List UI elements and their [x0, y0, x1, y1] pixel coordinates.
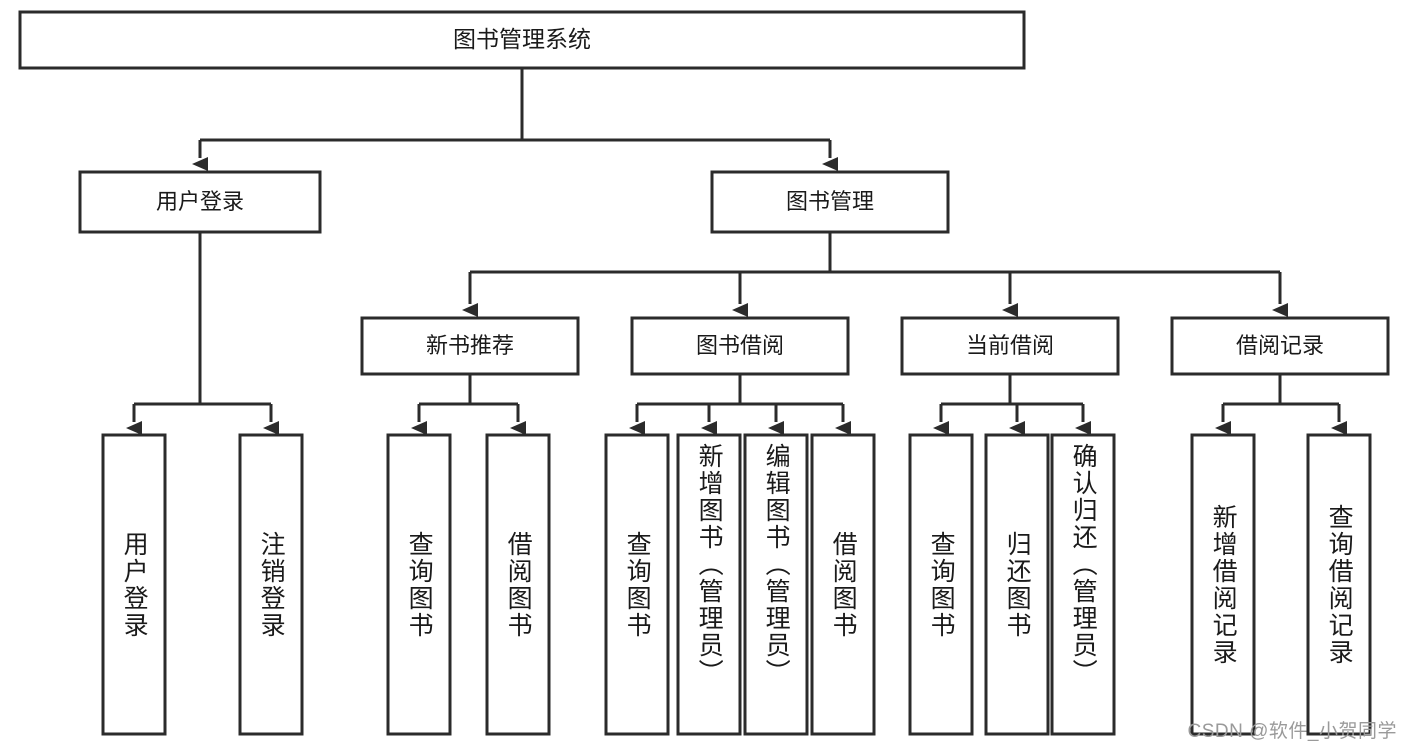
connector-book-management-bus	[470, 232, 1280, 274]
node-book-management[interactable]: 图书管理	[710, 170, 950, 234]
csdn-watermark: CSDN @软件_小贺同学	[1187, 721, 1397, 742]
connector-current-borrow-bus	[941, 374, 1083, 406]
leaf-box-borrow-book[interactable]	[810, 433, 876, 736]
leaf-box-user-login[interactable]	[101, 433, 167, 736]
node-layer: 图书管理系统 用户登录 图书管理 新书推荐 图书借阅	[18, 10, 1390, 736]
node-user-login-box[interactable]	[78, 170, 322, 234]
node-root[interactable]: 图书管理系统	[18, 10, 1026, 70]
node-book-borrow-box[interactable]	[630, 316, 850, 376]
node-current-borrow[interactable]: 当前借阅	[900, 316, 1120, 376]
node-root-label: 图书管理系统	[453, 26, 591, 52]
node-borrow-record-label: 借阅记录	[1236, 333, 1324, 358]
node-new-book-recommend-label: 新书推荐	[426, 333, 514, 358]
leaf-box-borrow-book-recommend[interactable]	[485, 433, 551, 736]
leaf-box-add-book-admin[interactable]	[676, 433, 742, 736]
node-current-borrow-label: 当前借阅	[966, 333, 1054, 358]
leaf-box-logout-login[interactable]	[238, 433, 304, 736]
connector-borrow-record-bus	[1223, 374, 1339, 406]
connector-user-login-bus	[134, 232, 271, 406]
connector-layer	[126, 68, 1347, 435]
node-borrow-record[interactable]: 借阅记录	[1170, 316, 1390, 376]
leaf-box-confirm-return-admin[interactable]	[1050, 433, 1116, 736]
node-new-book-recommend-box[interactable]	[360, 316, 580, 376]
node-book-management-label: 图书管理	[786, 189, 874, 214]
leaf-box-return-book[interactable]	[984, 433, 1050, 736]
leaf-box-query-borrow-record[interactable]	[1306, 433, 1372, 736]
leaf-box-query-book-current[interactable]	[908, 433, 974, 736]
connector-root-bus	[200, 68, 830, 142]
leaf-box-add-borrow-record[interactable]	[1190, 433, 1256, 736]
node-user-login[interactable]: 用户登录	[78, 170, 322, 234]
leaf-box-query-book-recommend[interactable]	[386, 433, 452, 736]
node-new-book-recommend[interactable]: 新书推荐	[360, 316, 580, 376]
node-book-borrow-label: 图书借阅	[696, 333, 784, 358]
connector-book-borrow-bus	[637, 374, 843, 406]
node-book-borrow[interactable]: 图书借阅	[630, 316, 850, 376]
leaf-box-query-book-borrow[interactable]	[604, 433, 670, 736]
node-root-box[interactable]	[18, 10, 1026, 70]
leaf-box-edit-book-admin[interactable]	[743, 433, 809, 736]
node-user-login-label: 用户登录	[156, 189, 244, 214]
node-book-management-box[interactable]	[710, 170, 950, 234]
connector-new-book-recommend-bus	[419, 374, 518, 406]
node-current-borrow-box[interactable]	[900, 316, 1120, 376]
node-borrow-record-box[interactable]	[1170, 316, 1390, 376]
